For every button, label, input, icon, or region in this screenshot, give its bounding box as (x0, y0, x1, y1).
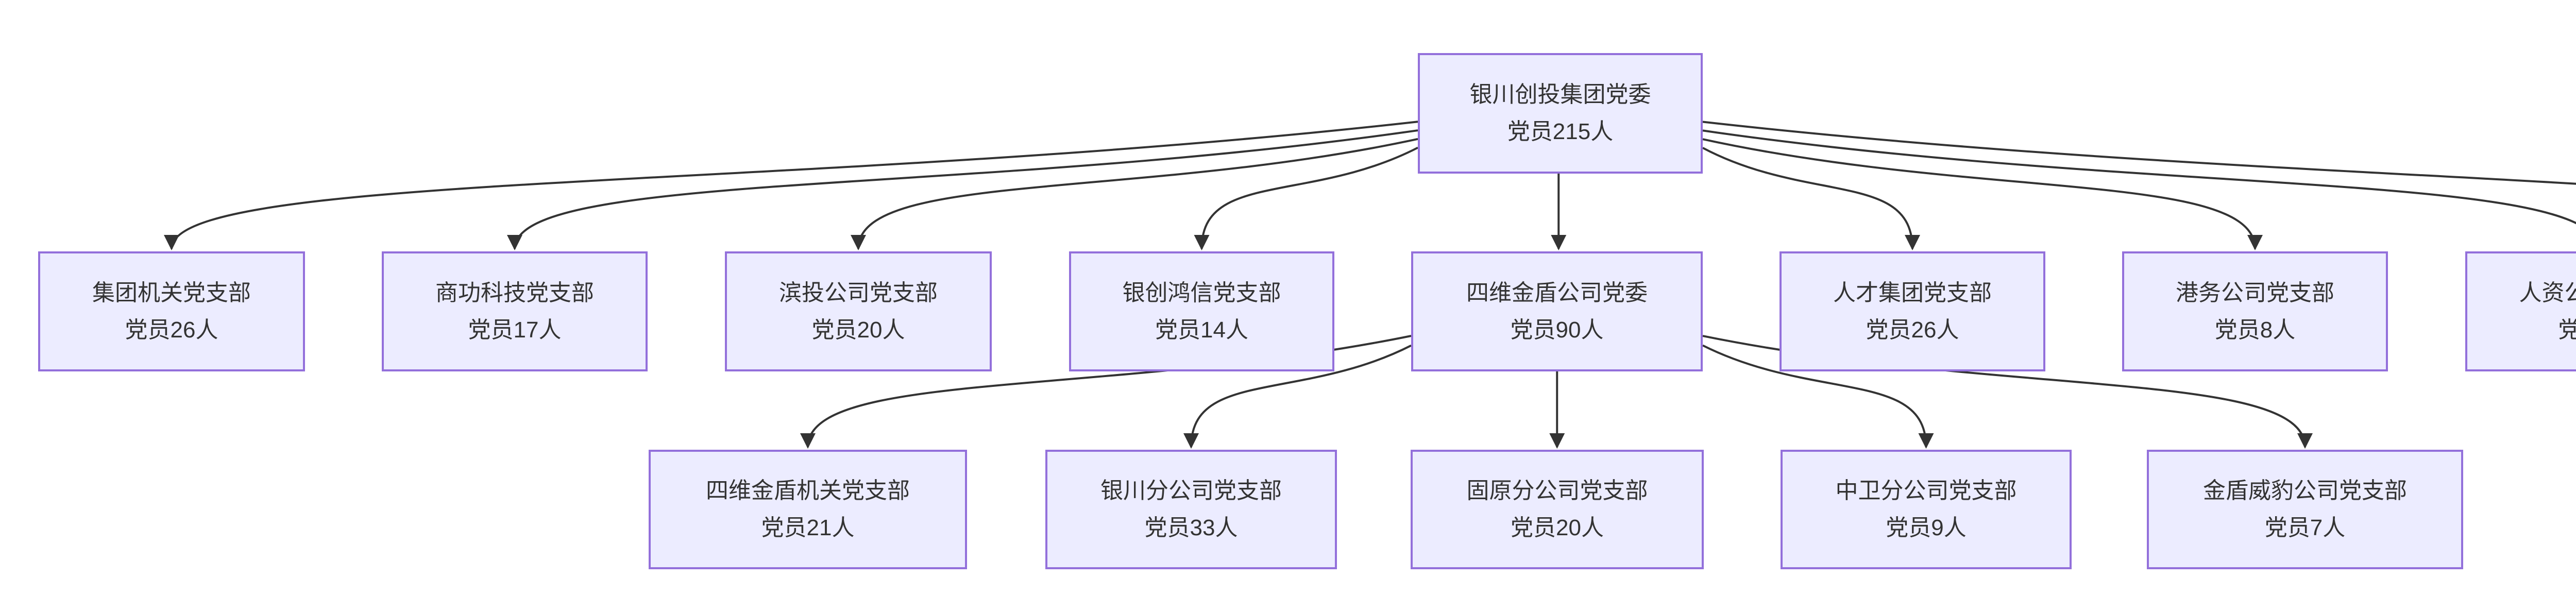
org-node-name: 中卫分公司党支部 (1835, 478, 2017, 503)
org-node-member-count: 党员90人 (1510, 317, 1604, 343)
org-node-name: 金盾威豹公司党支部 (2203, 478, 2407, 503)
edge-root-to-c3 (851, 138, 1418, 250)
org-node-g2: 银川分公司党支部党员33人 (1045, 450, 1337, 569)
org-node-c2: 商功科技党支部党员17人 (382, 251, 648, 371)
org-node-member-count: 党员20人 (1511, 515, 1604, 540)
org-node-name: 银川分公司党支部 (1100, 478, 1282, 503)
org-node-g5: 金盾威豹公司党支部党员7人 (2147, 450, 2463, 569)
org-node-c4: 银创鸿信党支部党员14人 (1069, 251, 1334, 371)
org-node-name: 人才集团党支部 (1833, 280, 1992, 305)
org-node-name: 四维金盾机关党支部 (706, 478, 910, 503)
org-node-member-count: 党员20人 (811, 317, 905, 343)
edge-root-to-c9 (1702, 121, 2576, 185)
org-node-g3: 固原分公司党支部党员20人 (1411, 450, 1704, 569)
org-node-member-count: 党员21人 (761, 515, 855, 540)
org-node-name: 四维金盾公司党委 (1466, 280, 1648, 305)
edge-root-to-c6 (1702, 147, 1920, 250)
org-node-member-count: 党员215人 (1507, 119, 1614, 144)
org-node-member-count: 党员26人 (125, 317, 218, 343)
org-node-member-count: 党员26人 (1866, 317, 1959, 343)
edge-root-to-c8 (1702, 129, 2576, 225)
org-node-name: 集团机关党支部 (92, 280, 251, 305)
org-node-member-count: 党员7人 (2264, 515, 2346, 540)
org-node-member-count: 党员14人 (1155, 317, 1248, 343)
org-node-name: 人资公司党支部 (2519, 280, 2576, 305)
edge-root-to-c7 (1702, 138, 2263, 250)
org-node-name: 港务公司党支部 (2176, 280, 2334, 305)
org-node-c8: 人资公司党支部党员5人 (2465, 251, 2576, 371)
edge-c5-to-g2 (1183, 344, 1412, 449)
org-node-g4: 中卫分公司党支部党员9人 (1781, 450, 2072, 569)
org-node-c7: 港务公司党支部党员8人 (2122, 251, 2388, 371)
org-node-member-count: 党员33人 (1144, 515, 1238, 540)
org-node-name: 固原分公司党支部 (1466, 478, 1648, 503)
edge-root-to-c1 (164, 121, 1418, 250)
org-node-member-count: 党员8人 (2214, 317, 2296, 343)
org-node-c3: 滨投公司党支部党员20人 (725, 251, 992, 371)
org-node-member-count: 党员17人 (468, 317, 562, 343)
edge-root-to-c4 (1194, 146, 1418, 250)
edge-root-to-c2 (507, 129, 1418, 250)
org-node-c1: 集团机关党支部党员26人 (38, 251, 305, 371)
org-node-member-count: 党员5人 (2558, 317, 2576, 343)
org-node-name: 银创鸿信党支部 (1122, 280, 1281, 305)
org-node-name: 银川创投集团党委 (1469, 82, 1651, 107)
org-node-c5: 四维金盾公司党委党员90人 (1411, 251, 1703, 371)
org-node-c6: 人才集团党支部党员26人 (1780, 251, 2045, 371)
org-node-g1: 四维金盾机关党支部党员21人 (649, 450, 967, 569)
org-node-root: 银川创投集团党委党员215人 (1418, 53, 1703, 174)
org-node-member-count: 党员9人 (1886, 515, 1967, 540)
org-node-name: 商功科技党支部 (435, 280, 594, 305)
org-node-name: 滨投公司党支部 (779, 280, 938, 305)
edge-c5-to-g4 (1702, 344, 1934, 449)
